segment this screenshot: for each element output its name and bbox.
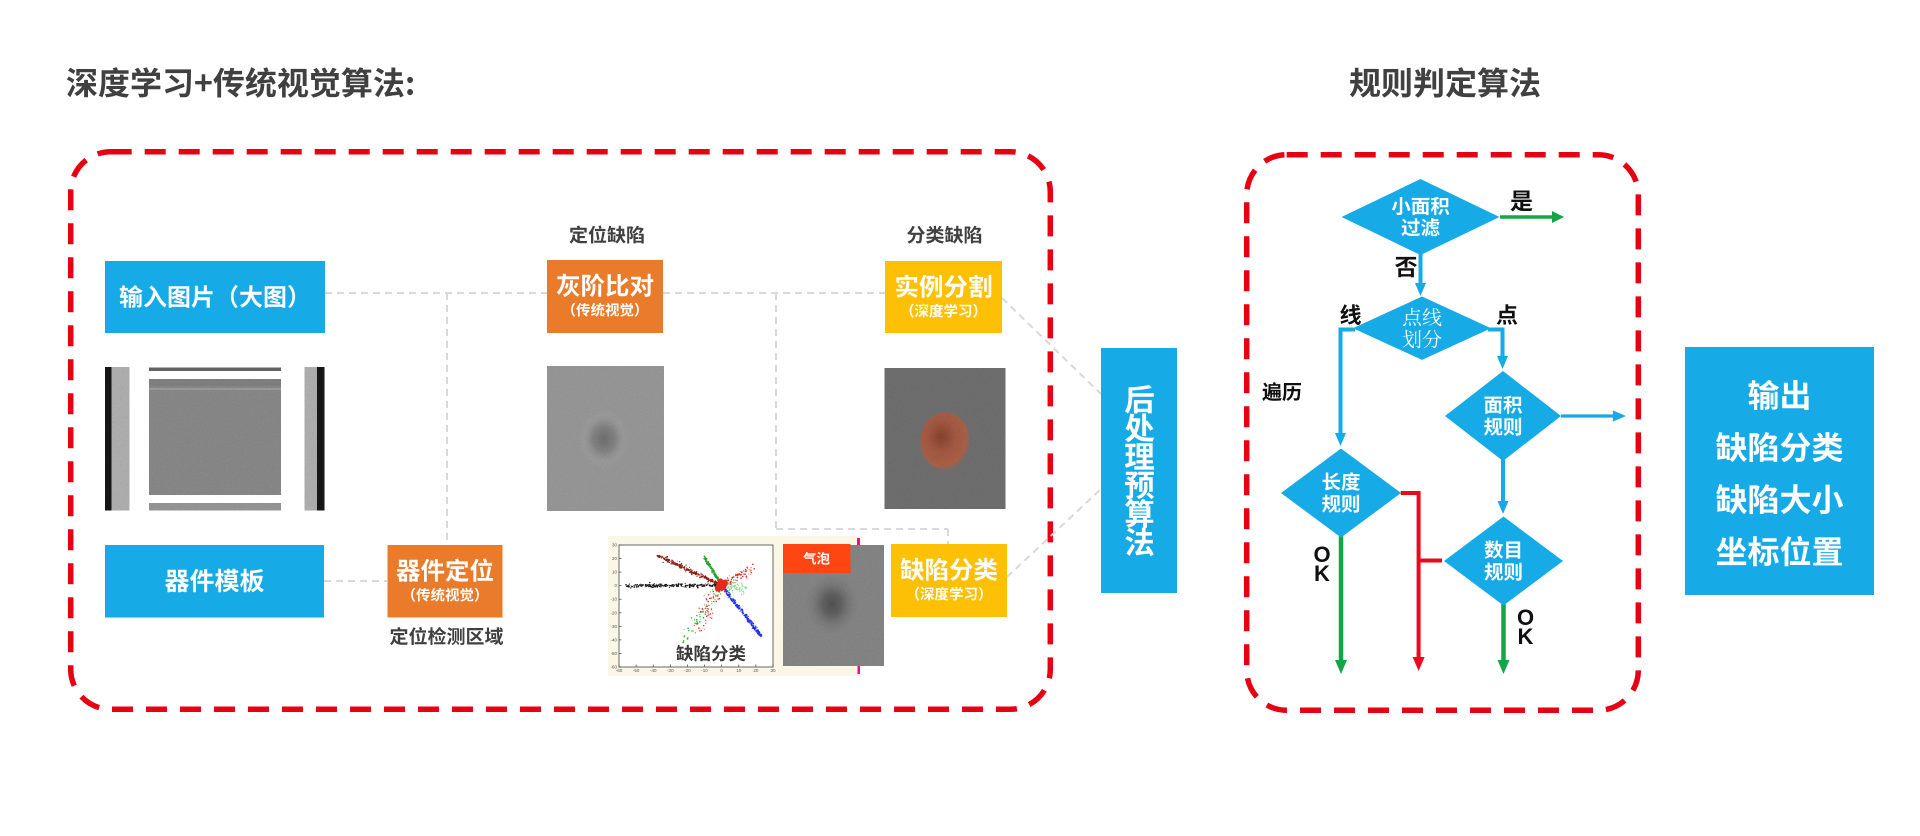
- svg-text:-40: -40: [650, 668, 657, 673]
- svg-text:20: 20: [612, 556, 618, 561]
- svg-text:-20: -20: [610, 610, 617, 615]
- svg-text:0: 0: [614, 583, 617, 588]
- svg-text:10: 10: [612, 570, 618, 575]
- svg-text:10: 10: [736, 668, 742, 673]
- svg-text:-20: -20: [684, 668, 691, 673]
- svg-text:-60: -60: [616, 668, 623, 673]
- svg-text:-50: -50: [633, 668, 640, 673]
- svg-text:K: K: [1518, 624, 1534, 649]
- svg-text:-30: -30: [667, 668, 674, 673]
- svg-text:-10: -10: [610, 597, 617, 602]
- svg-text:O: O: [1517, 605, 1534, 630]
- svg-text:-60: -60: [610, 665, 617, 670]
- svg-text:30: 30: [770, 668, 776, 673]
- svg-text:-30: -30: [610, 624, 617, 629]
- svg-text:-50: -50: [610, 651, 617, 656]
- svg-text:-10: -10: [701, 668, 708, 673]
- svg-text:30: 30: [612, 543, 618, 548]
- svg-text:0: 0: [720, 668, 723, 673]
- svg-text:-40: -40: [610, 637, 617, 642]
- svg-text:O: O: [1313, 542, 1330, 567]
- svg-text:K: K: [1314, 561, 1330, 586]
- svg-text:20: 20: [753, 668, 759, 673]
